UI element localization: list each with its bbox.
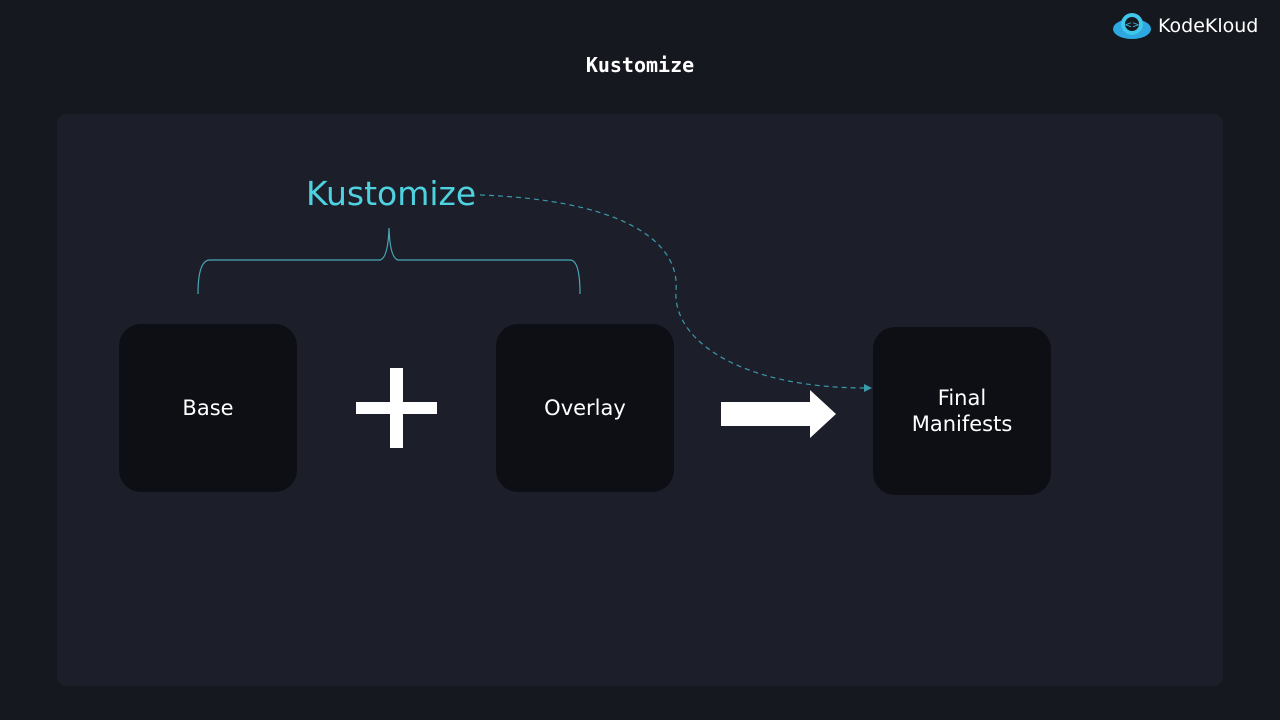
final-manifests-label: Final Manifests — [911, 386, 1013, 436]
svg-text:<>: <> — [1124, 21, 1139, 31]
base-box: Base — [119, 324, 297, 492]
curly-brace — [197, 227, 581, 295]
overlay-box: Overlay — [496, 324, 674, 492]
brand-logo: <> KodeKloud — [1112, 12, 1258, 40]
dashed-arrow-head — [864, 384, 872, 392]
cloud-icon: <> — [1113, 13, 1151, 39]
base-label: Base — [182, 396, 234, 420]
plus-icon — [356, 368, 437, 448]
overlay-label: Overlay — [544, 396, 626, 420]
slide-title: Kustomize — [585, 53, 695, 77]
arrow-right-icon — [721, 390, 836, 438]
dashed-arrow — [479, 194, 867, 389]
brand-name: KodeKloud — [1158, 15, 1259, 37]
kustomize-label: Kustomize — [306, 174, 477, 213]
final-manifests-box: Final Manifests — [873, 327, 1051, 495]
